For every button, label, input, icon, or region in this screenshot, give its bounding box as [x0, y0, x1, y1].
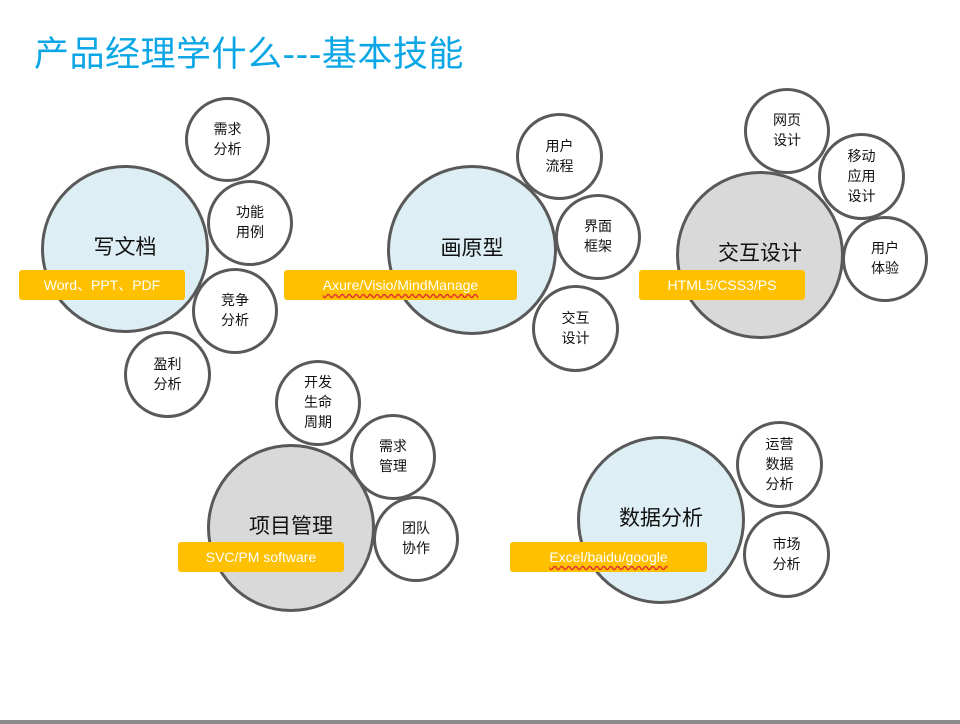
skill-circle-documents: 写文档 [41, 165, 209, 333]
tool-tag: Word、PPT、PDF [19, 270, 185, 300]
subskill-circle: 运营 数据 分析 [736, 421, 823, 508]
skill-circle-data-analysis: 数据分析 [577, 436, 745, 604]
subskill-circle: 交互 设计 [532, 285, 619, 372]
skill-label: 写文档 [93, 235, 157, 259]
subskill-circle: 开发 生命 周期 [275, 360, 361, 446]
subskill-circle: 市场 分析 [743, 511, 830, 598]
subskill-circle: 功能 用例 [207, 180, 293, 266]
subskill-circle: 竞争 分析 [192, 268, 278, 354]
slide-title: 产品经理学什么---基本技能 [34, 35, 464, 75]
subskill-circle: 网页 设计 [744, 88, 830, 174]
skill-label: 数据分析 [619, 506, 703, 530]
subskill-circle: 界面 框架 [555, 194, 641, 280]
subskill-circle: 需求 管理 [350, 414, 436, 500]
subskill-circle: 用户 流程 [516, 113, 603, 200]
skill-circle-prototype: 画原型 [387, 165, 557, 335]
tool-tag: Axure/Visio/MindManage [284, 270, 517, 300]
subskill-circle: 团队 协作 [373, 496, 459, 582]
skill-label: 项目管理 [249, 514, 333, 538]
skill-circle-project-management: 项目管理 [207, 444, 375, 612]
subskill-circle: 用户 体验 [842, 216, 928, 302]
bottom-divider [0, 720, 960, 724]
skill-circle-interaction: 交互设计 [676, 171, 844, 339]
subskill-circle: 需求 分析 [185, 97, 270, 182]
tool-tag: HTML5/CSS3/PS [639, 270, 805, 300]
tool-tag: SVC/PM software [178, 542, 344, 572]
skill-label: 画原型 [440, 236, 504, 260]
subskill-circle: 移动 应用 设计 [818, 133, 905, 220]
subskill-circle: 盈利 分析 [124, 331, 211, 418]
skill-label: 交互设计 [718, 241, 802, 265]
tool-tag: Excel/baidu/google [510, 542, 707, 572]
